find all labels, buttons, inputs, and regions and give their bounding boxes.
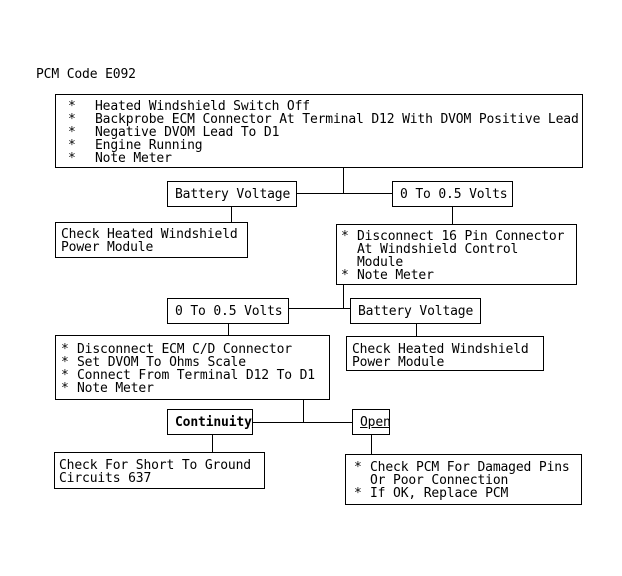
result-label: 0 To 0.5 Volts xyxy=(400,186,508,202)
step-text: Note Meter xyxy=(77,381,154,396)
connector-line-vertical xyxy=(303,400,304,423)
bullet-asterisk-icon: * xyxy=(61,381,69,396)
flowchart-box-disconnect-ecm-connector: * Disconnect ECM C/D Connector * Set DVOM … xyxy=(55,335,330,400)
flowchart-box-check-power-module-1: Check Heated Windshield Power Module xyxy=(55,222,248,258)
flowchart-box-result-0-to-05-volts-2: 0 To 0.5 Volts xyxy=(167,298,289,324)
page-title: PCM Code E092 xyxy=(36,67,136,82)
action-text: Circuits 637 xyxy=(59,471,152,486)
condition-text: Engine Running xyxy=(95,138,203,153)
condition-text: Note Meter xyxy=(95,151,172,166)
flowchart-box-check-power-module-2: Check Heated Windshield Power Module xyxy=(346,336,544,371)
bullet-asterisk-icon: * xyxy=(354,460,362,475)
result-label: Open xyxy=(360,414,390,430)
result-label: Battery Voltage xyxy=(358,303,474,319)
step-text: Note Meter xyxy=(357,268,434,283)
bullet-asterisk-icon: * xyxy=(68,112,76,127)
step-text: If OK, Replace PCM xyxy=(370,486,509,501)
connector-line-vertical xyxy=(416,324,417,336)
bullet-asterisk-icon: * xyxy=(61,355,69,370)
connector-line-vertical xyxy=(343,285,344,309)
step-text: Disconnect ECM C/D Connector xyxy=(77,342,292,357)
flowchart-box-check-pcm: * Check PCM For Damaged Pins Or Poor Conn… xyxy=(345,454,582,505)
flowchart-box-result-continuity: Continuity xyxy=(167,409,253,435)
action-text: Check For Short To Ground xyxy=(59,458,251,473)
result-label: 0 To 0.5 Volts xyxy=(175,303,283,319)
condition-text: Heated Windshield Switch Off xyxy=(95,99,310,114)
bullet-asterisk-icon: * xyxy=(354,486,362,501)
flowchart-box-result-battery-voltage-2: Battery Voltage xyxy=(350,298,481,324)
result-label: Continuity xyxy=(175,414,252,430)
connector-line-horizontal xyxy=(297,193,392,194)
step-text: Check PCM For Damaged Pins xyxy=(370,460,570,475)
step-text: Connect From Terminal D12 To D1 xyxy=(77,368,315,383)
bullet-asterisk-icon: * xyxy=(61,342,69,357)
result-label: Battery Voltage xyxy=(175,186,291,202)
step-text: Module xyxy=(357,255,404,270)
bullet-asterisk-icon: * xyxy=(341,229,349,244)
flowchart-box-disconnect-16-pin-connector: * Disconnect 16 Pin Connector At Windshie… xyxy=(336,224,577,285)
flowchart-box-initial-conditions: * Heated Windshield Switch Off * Backprobe… xyxy=(55,94,583,168)
action-text: Check Heated Windshield xyxy=(61,227,238,242)
step-text: Set DVOM To Ohms Scale xyxy=(77,355,246,370)
connector-line-vertical xyxy=(371,435,372,454)
connector-line-vertical xyxy=(452,207,453,224)
step-text: At Windshield Control xyxy=(357,242,519,257)
action-text: Power Module xyxy=(61,240,154,255)
action-text: Power Module xyxy=(352,355,445,370)
connector-line-vertical xyxy=(343,167,344,194)
condition-text: Negative DVOM Lead To D1 xyxy=(95,125,280,140)
bullet-asterisk-icon: * xyxy=(68,125,76,140)
bullet-asterisk-icon: * xyxy=(68,99,76,114)
connector-line-horizontal xyxy=(253,422,352,423)
condition-text: Backprobe ECM Connector At Terminal D12 … xyxy=(95,112,579,127)
flowchart-box-check-short-to-ground: Check For Short To Ground Circuits 637 xyxy=(54,452,265,489)
step-text: Disconnect 16 Pin Connector xyxy=(357,229,565,244)
bullet-asterisk-icon: * xyxy=(341,268,349,283)
bullet-asterisk-icon: * xyxy=(61,368,69,383)
bullet-asterisk-icon: * xyxy=(68,151,76,166)
step-text: Or Poor Connection xyxy=(370,473,509,488)
flowchart-box-result-open: Open xyxy=(352,409,390,435)
flowchart-box-result-0-to-05-volts-1: 0 To 0.5 Volts xyxy=(392,181,513,207)
action-text: Check Heated Windshield xyxy=(352,342,529,357)
connector-line-vertical xyxy=(228,324,229,335)
bullet-asterisk-icon: * xyxy=(68,138,76,153)
connector-line-vertical xyxy=(212,435,213,452)
flowchart-box-result-battery-voltage-1: Battery Voltage xyxy=(167,181,297,207)
connector-line-horizontal xyxy=(289,308,350,309)
connector-line-vertical xyxy=(231,207,232,222)
